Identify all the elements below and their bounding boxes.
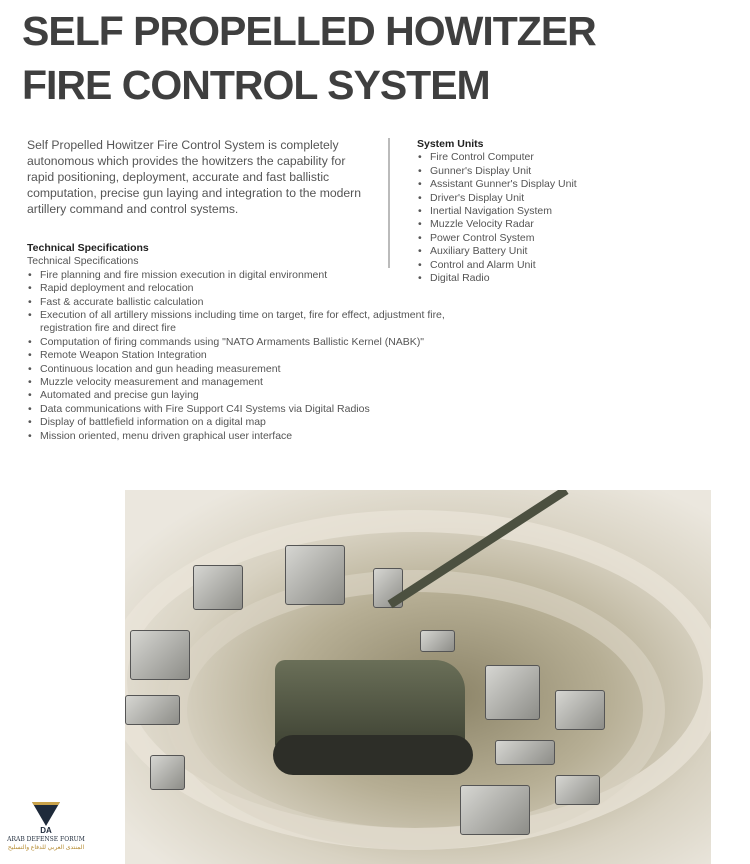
list-item: Fast & accurate ballistic calculation <box>27 296 447 310</box>
units-heading: System Units <box>417 138 484 150</box>
logo-arabic: المنتدى العربي للدفاع والتسليح <box>7 845 85 851</box>
list-item: Fire planning and fire mission execution… <box>27 269 447 283</box>
device-computer <box>193 565 243 610</box>
device-battery <box>150 755 185 790</box>
intro-paragraph: Self Propelled Howitzer Fire Control Sys… <box>27 138 362 216</box>
list-item: Remote Weapon Station Integration <box>27 349 447 363</box>
device-junction <box>555 690 605 730</box>
title-line-1: SELF PROPELLED HOWITZER <box>22 8 597 54</box>
list-item: Control and Alarm Unit <box>417 259 717 273</box>
device-alarm-unit <box>555 775 600 805</box>
specs-heading: Technical Specifications <box>27 242 149 254</box>
device-gunner-display <box>460 785 530 835</box>
list-item: Execution of all artillery missions incl… <box>27 309 447 336</box>
device-sensor <box>420 630 455 652</box>
list-item: Automated and precise gun laying <box>27 389 447 403</box>
list-item: Mission oriented, menu driven graphical … <box>27 430 447 444</box>
device-keypad <box>495 740 555 765</box>
list-item: Display of battlefield information on a … <box>27 416 447 430</box>
howitzer-tracks <box>273 735 473 775</box>
system-units: System Units Fire Control ComputerGunner… <box>417 138 717 286</box>
system-illustration <box>125 490 711 864</box>
list-item: Power Control System <box>417 232 717 246</box>
list-item: Driver's Display Unit <box>417 192 717 206</box>
units-list: Fire Control ComputerGunner's Display Un… <box>417 151 717 285</box>
list-item: Auxiliary Battery Unit <box>417 245 717 259</box>
device-radar <box>125 695 180 725</box>
list-item: Assistant Gunner's Display Unit <box>417 178 717 192</box>
device-display-unit <box>285 545 345 605</box>
list-item: Rapid deployment and relocation <box>27 282 447 296</box>
list-item: Muzzle velocity measurement and manageme… <box>27 376 447 390</box>
title-line-2: FIRE CONTROL SYSTEM <box>22 62 491 108</box>
list-item: Inertial Navigation System <box>417 205 717 219</box>
device-map-display <box>485 665 540 720</box>
column-divider <box>388 138 390 268</box>
list-item: Muzzle Velocity Radar <box>417 218 717 232</box>
list-item: Computation of firing commands using "NA… <box>27 336 447 350</box>
list-item: Gunner's Display Unit <box>417 165 717 179</box>
logo-shield-icon <box>32 802 60 826</box>
specs-list: Fire planning and fire mission execution… <box>27 269 447 444</box>
list-item: Data communications with Fire Support C4… <box>27 403 447 417</box>
device-control-box <box>130 630 190 680</box>
page-title: SELF PROPELLED HOWITZER FIRE CONTROL SYS… <box>22 4 597 112</box>
logo-name: ARAB DEFENSE FORUM <box>7 836 85 843</box>
technical-specifications: Technical Specifications Technical Speci… <box>27 242 447 444</box>
specs-subheading: Technical Specifications <box>27 255 139 268</box>
watermark-logo: DA ARAB DEFENSE FORUM المنتدى العربي للد… <box>4 802 88 862</box>
list-item: Digital Radio <box>417 272 717 286</box>
logo-initials: DA <box>40 826 52 835</box>
list-item: Continuous location and gun heading meas… <box>27 363 447 377</box>
list-item: Fire Control Computer <box>417 151 717 165</box>
